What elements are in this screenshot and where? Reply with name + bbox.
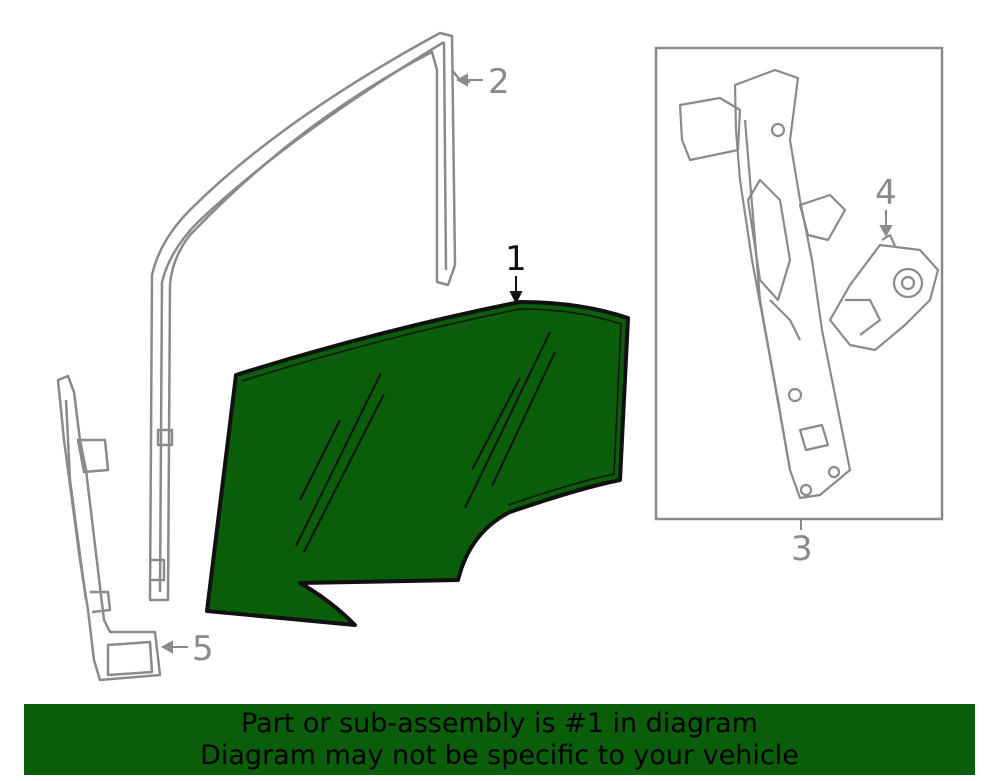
callout-3: 3 xyxy=(791,529,813,569)
banner-line-2: Diagram may not be specific to your vehi… xyxy=(200,740,799,771)
callout-4-leader xyxy=(879,210,893,238)
regulator-motor xyxy=(828,233,940,352)
run-channel-frame xyxy=(148,31,471,602)
callout-1-leader xyxy=(509,276,523,305)
callout-5-leader xyxy=(160,640,188,654)
callout-2: 2 xyxy=(488,62,510,102)
window-regulator xyxy=(678,68,852,500)
rear-channel xyxy=(56,374,162,682)
callout-4: 4 xyxy=(875,173,897,213)
banner-line-1: Part or sub-assembly is #1 in diagram xyxy=(241,708,758,739)
info-banner: Part or sub-assembly is #1 in diagram Di… xyxy=(24,704,975,775)
callout-2-leader xyxy=(455,73,483,87)
door-glass xyxy=(205,300,630,627)
callout-5: 5 xyxy=(192,629,214,669)
parts-diagram: 2 5 1 xyxy=(56,31,944,682)
glass-reflection-lines xyxy=(295,331,556,553)
callout-1: 1 xyxy=(505,239,527,279)
regulator-box xyxy=(654,46,944,521)
